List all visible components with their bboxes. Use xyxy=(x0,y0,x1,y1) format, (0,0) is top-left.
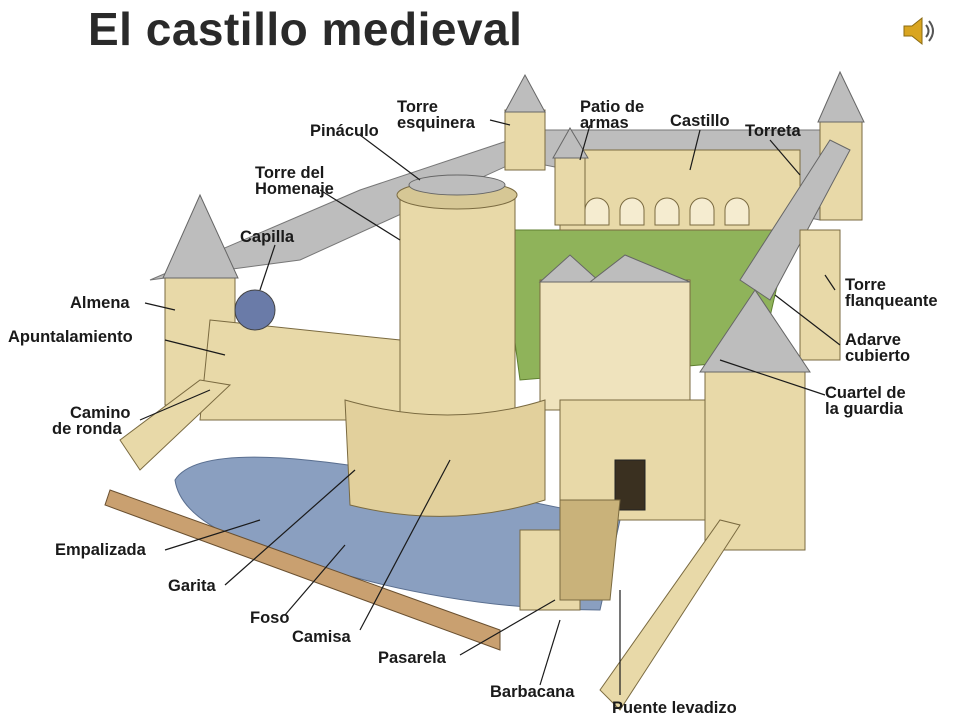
label-foso: Foso xyxy=(250,609,289,627)
svg-text:Torre del: Torre del xyxy=(255,164,324,182)
drawbridge xyxy=(559,499,621,601)
label-pinaculo: Pináculo xyxy=(310,122,379,140)
svg-text:flanqueante: flanqueante xyxy=(845,292,938,310)
label-camisa: Camisa xyxy=(292,628,352,646)
label-apuntalamiento: Apuntalamiento xyxy=(8,328,133,346)
svg-text:Cuartel de: Cuartel de xyxy=(825,384,906,402)
outer-wall-right xyxy=(599,519,741,711)
curtain-wall xyxy=(344,399,546,517)
label-barbacana: Barbacana xyxy=(490,683,575,701)
guard-house xyxy=(539,279,691,411)
svg-text:Camino: Camino xyxy=(70,404,131,422)
svg-text:de ronda: de ronda xyxy=(52,420,122,438)
outer-wall-left xyxy=(119,379,232,471)
label-torreta: Torreta xyxy=(745,122,801,140)
label-torre-esquinera: Torre xyxy=(397,98,438,116)
svg-text:Homenaje: Homenaje xyxy=(255,180,334,198)
keep-tower xyxy=(399,194,516,416)
svg-text:cubierto: cubierto xyxy=(845,347,910,365)
label-capilla: Capilla xyxy=(240,228,295,246)
speaker-icon[interactable] xyxy=(900,14,940,48)
svg-text:armas: armas xyxy=(580,114,629,132)
label-garita: Garita xyxy=(168,577,217,595)
svg-text:Torre: Torre xyxy=(845,276,886,294)
page-title: El castillo medieval xyxy=(88,3,523,55)
svg-text:Patio de: Patio de xyxy=(580,98,644,116)
covered-wall xyxy=(739,139,851,301)
label-castillo: Castillo xyxy=(670,112,730,130)
chapel-window xyxy=(234,289,276,331)
svg-text:la guardia: la guardia xyxy=(825,400,904,418)
label-almena: Almena xyxy=(70,294,130,312)
palisade xyxy=(104,489,501,651)
label-pasarela: Pasarela xyxy=(378,649,447,667)
svg-text:esquinera: esquinera xyxy=(397,114,476,132)
label-empalizada: Empalizada xyxy=(55,541,147,559)
flanking-tower xyxy=(799,229,841,361)
label-puente-levadizo: Puente levadizo xyxy=(612,699,737,717)
left-wall xyxy=(199,319,401,421)
svg-text:Adarve: Adarve xyxy=(845,331,901,349)
